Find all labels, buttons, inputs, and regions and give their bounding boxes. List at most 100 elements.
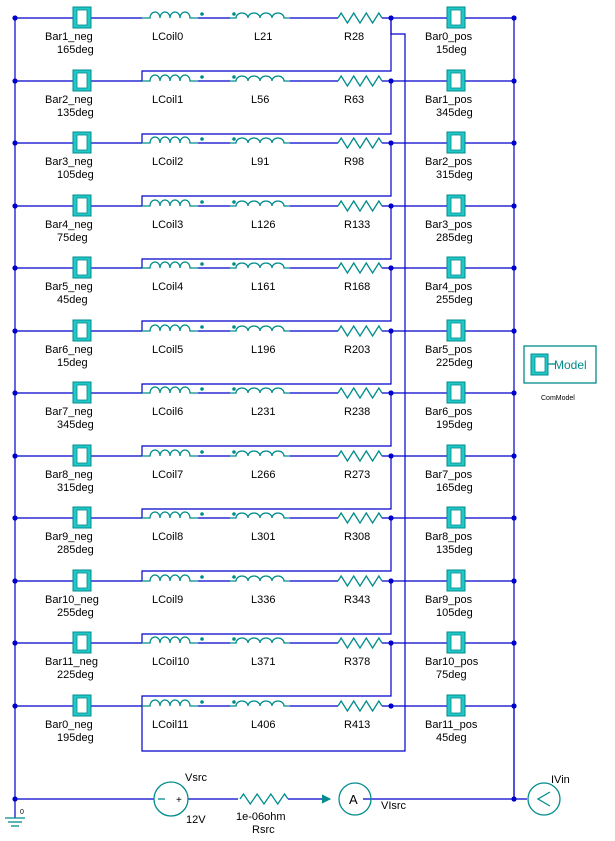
resistor-6 [337,386,383,400]
neg-angle-9: 255deg [57,607,94,619]
junction-node [511,390,517,396]
coil-9 [142,574,204,582]
junction-node [12,203,18,209]
junction-node [12,640,18,646]
resistor-zigzag [337,699,383,713]
neg-label-9: Bar10_neg [45,594,99,606]
resistor-label-2: R98 [344,156,364,168]
resistor-zigzag [337,136,383,150]
resistor-zigzag [337,636,383,650]
pos-port-8[interactable] [446,506,466,529]
neg-port-2[interactable] [72,131,92,154]
neg-label-6: Bar7_neg [45,406,93,418]
port-window [450,197,462,214]
inductor-winding [230,512,290,519]
inductor-2 [230,137,290,144]
port-window [76,72,88,89]
neg-angle-0: 165deg [57,44,94,56]
pos-label-9: Bar9_pos [425,594,473,606]
neg-port-10[interactable] [72,631,92,654]
inductor-label-2: L91 [251,156,269,168]
pos-angle-1: 345deg [436,107,473,119]
pos-port-6[interactable] [446,381,466,404]
junction-node [12,515,18,521]
coil-label-3: LCoil3 [152,219,183,231]
inductor-0 [230,12,290,19]
inductor-winding [230,75,290,82]
polarity-dot [232,325,236,329]
neg-port-0[interactable] [72,6,92,29]
polarity-dot [232,512,236,516]
pos-label-8: Bar8_pos [425,531,473,543]
pos-port-3[interactable] [446,194,466,217]
neg-port-4[interactable] [72,256,92,279]
resistor-label-9: R343 [344,594,370,606]
polarity-dot [200,512,204,516]
port-window [450,72,462,89]
resistor-9 [337,574,383,588]
pos-port-11[interactable] [446,694,466,717]
junction-node [12,703,18,709]
resistor-zigzag [337,324,383,338]
neg-port-3[interactable] [72,194,92,217]
neg-port-6[interactable] [72,381,92,404]
inductor-winding [230,387,290,394]
neg-port-5[interactable] [72,319,92,342]
junction-node [12,15,18,21]
inductor-label-1: L56 [251,94,269,106]
inductor-6 [230,387,290,394]
port-window [76,134,88,151]
coil-5 [142,324,204,332]
polarity-dot [232,575,236,579]
neg-port-7[interactable] [72,444,92,467]
inductor-winding [230,137,290,144]
pos-port-0[interactable] [446,6,466,29]
polarity-dot [200,700,204,704]
resistor-label-10: R378 [344,656,370,668]
coil-1 [142,74,204,82]
coil-winding [142,199,198,207]
vsrc-plus: + [176,795,182,806]
coil-label-7: LCoil7 [152,469,183,481]
pos-port-5[interactable] [446,319,466,342]
voltage-source: + [153,781,189,817]
resistor-4 [337,261,383,275]
junction-node [511,453,517,459]
bridge-wire [141,393,392,456]
inductor-8 [230,512,290,519]
neg-port-9[interactable] [72,569,92,592]
polarity-dot [232,262,236,266]
ammeter-a: A [349,792,358,807]
resistor-zigzag [337,574,383,588]
port-window [450,134,462,151]
port-window [76,197,88,214]
neg-port-8[interactable] [72,506,92,529]
neg-port-1[interactable] [72,69,92,92]
resistor-2 [337,136,383,150]
port-window [76,384,88,401]
pos-port-1[interactable] [446,69,466,92]
pos-port-9[interactable] [446,569,466,592]
polarity-dot [200,387,204,391]
bridge-wire [141,643,392,706]
inductor-label-8: L301 [251,531,275,543]
junction-node [12,328,18,334]
pos-port-2[interactable] [446,131,466,154]
neg-port-11[interactable] [72,694,92,717]
pos-port-10[interactable] [446,631,466,654]
rsrc-name: Rsrc [252,824,275,836]
resistor-zigzag [337,261,383,275]
pos-angle-3: 285deg [436,232,473,244]
pos-port-7[interactable] [446,444,466,467]
port-window [450,322,462,339]
polarity-dot [200,12,204,16]
resistor-label-4: R168 [344,281,370,293]
com-model-block[interactable]: Model [523,345,597,384]
resistor-zigzag [337,449,383,463]
bridge-wire [141,518,392,581]
pos-angle-9: 105deg [436,607,473,619]
pos-port-4[interactable] [446,256,466,279]
bridge-wire [141,81,392,143]
